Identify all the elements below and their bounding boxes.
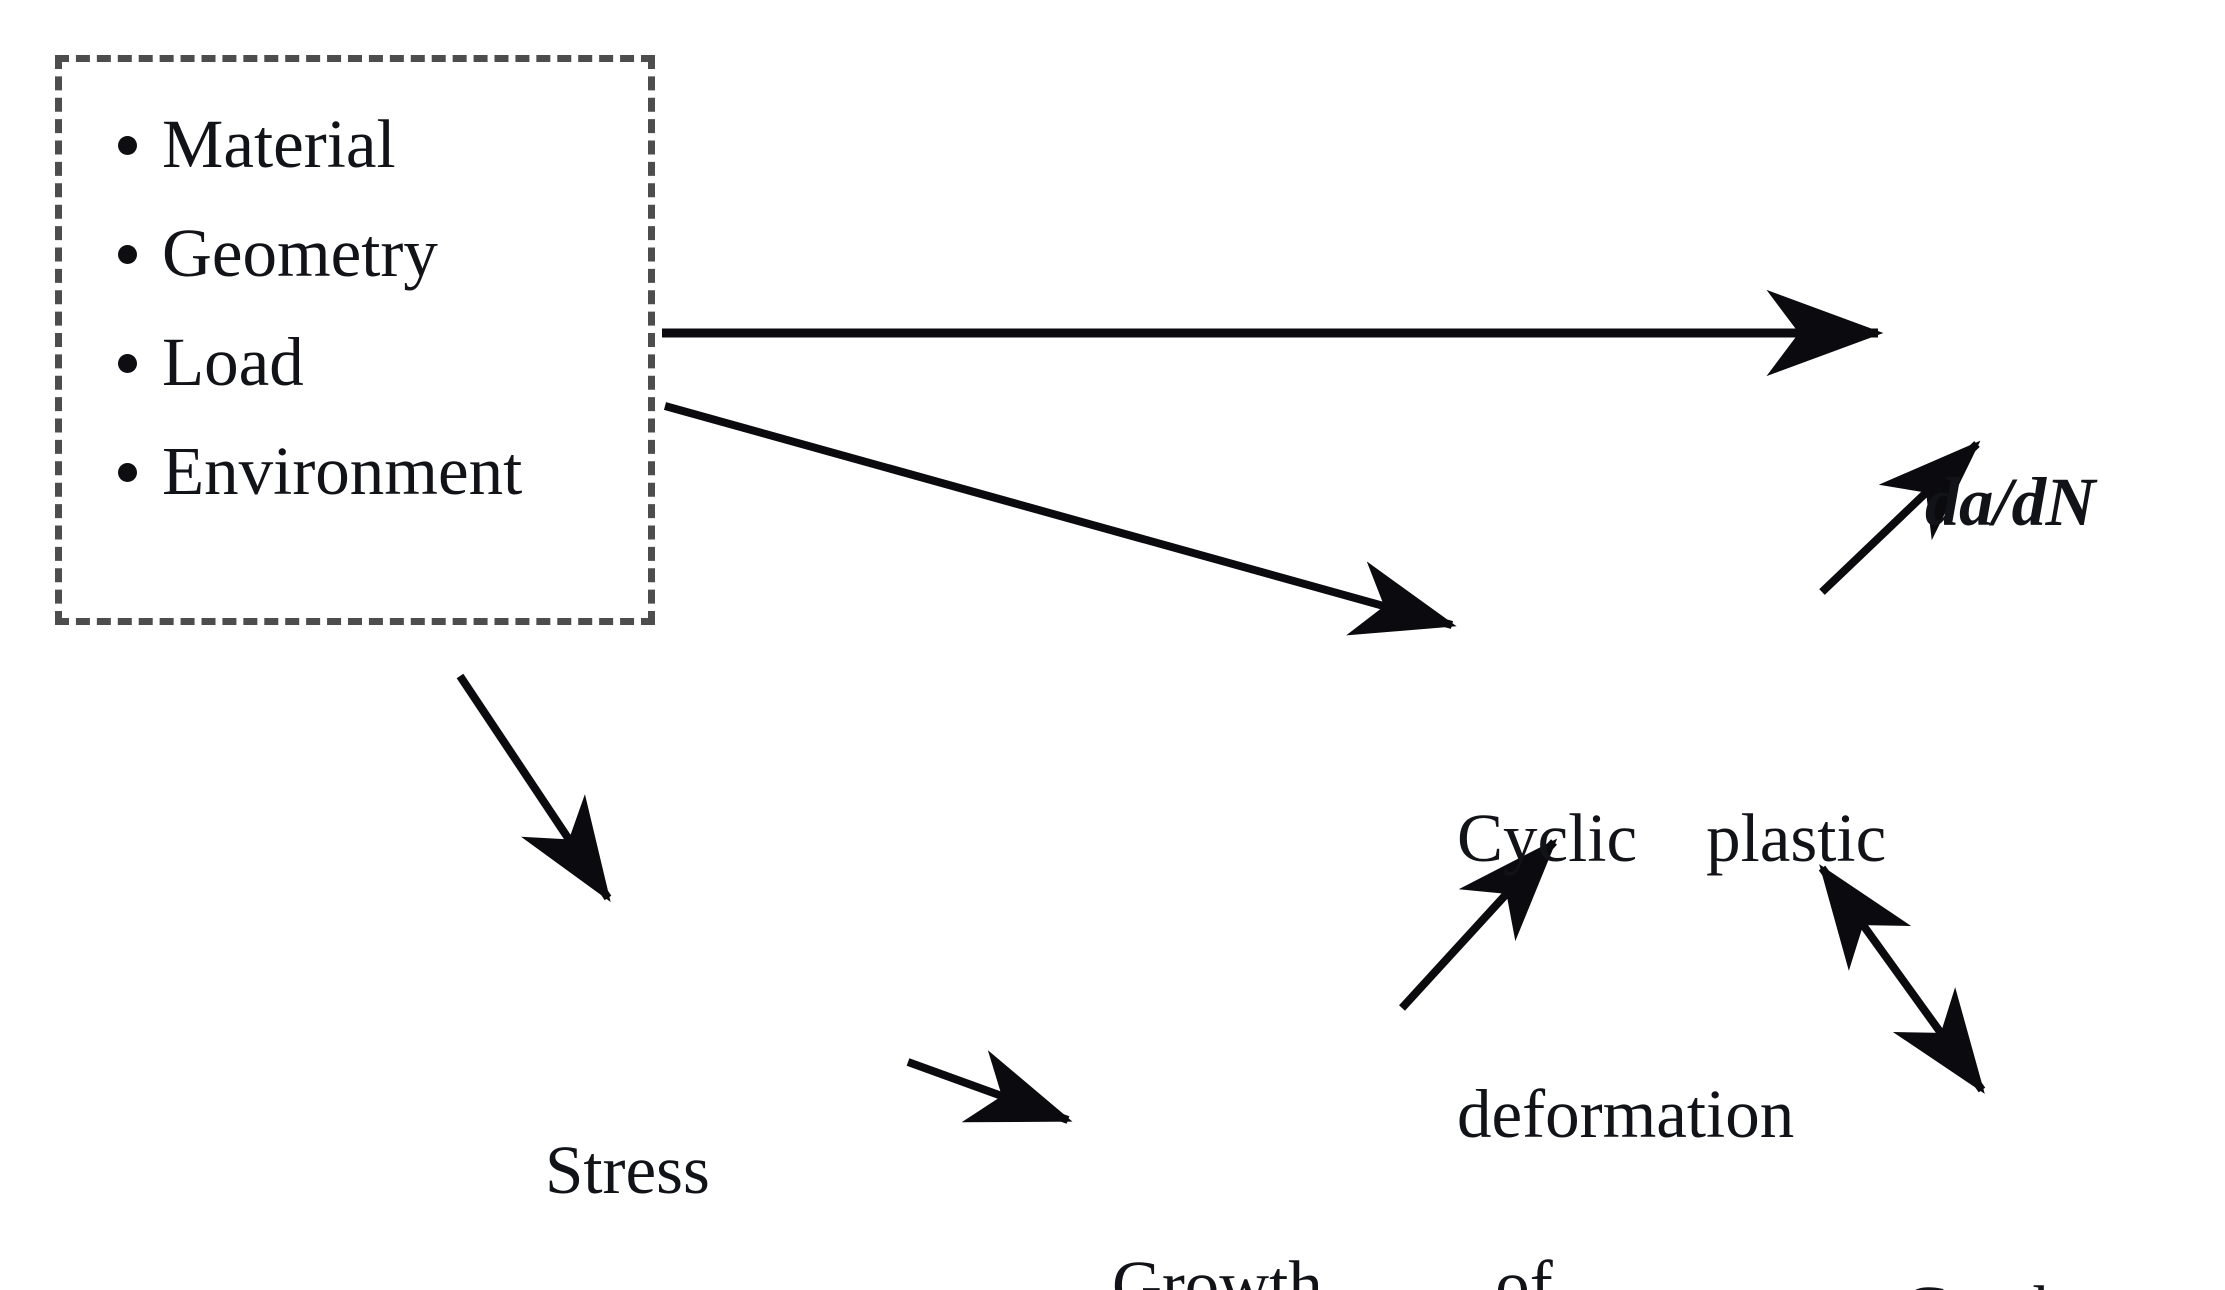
list-item: Geometry — [114, 199, 522, 308]
list-item: Environment — [114, 417, 522, 526]
list-item-label: Load — [162, 324, 304, 400]
list-item-label: Geometry — [162, 215, 438, 291]
node-crack-closure-line1: Crack — [1902, 1264, 2101, 1290]
node-growth-line1: Growth of — [1112, 1247, 1553, 1290]
arrow-stress-triaxiality-to-growth — [906, 1050, 1073, 1124]
node-cyclic-plastic-deformation: Cyclic plastic deformation — [1457, 608, 1886, 1290]
node-cyclic-plastic-line2: deformation — [1457, 1076, 1795, 1152]
list-item: Load — [114, 308, 522, 417]
bullet-dot-icon — [118, 354, 137, 373]
influencing-factors-box: Material Geometry Load Environment — [55, 55, 655, 625]
node-stress-triaxiality: Stress Triaxiality — [545, 940, 834, 1290]
bullet-dot-icon — [118, 245, 137, 264]
bullet-dot-icon — [118, 136, 137, 155]
list-item-label: Environment — [162, 433, 523, 509]
arrow-factors-to-cyclic-plastic — [663, 402, 1457, 636]
list-item: Material — [114, 90, 522, 199]
bullet-dot-icon — [118, 463, 137, 482]
node-cyclic-plastic-line1: Cyclic plastic — [1457, 800, 1887, 876]
node-da-dn-label: da/dN — [1925, 464, 2096, 540]
node-crack-closure: Crack closure — [1902, 1080, 2101, 1290]
node-stress-triaxiality-line1: Stress — [545, 1132, 710, 1208]
arrow-factors-to-stress-triaxiality — [456, 673, 612, 902]
node-growth-of-micro-voids: Growth of micro-voids — [1112, 1055, 1553, 1290]
node-da-dn: da/dN — [1925, 272, 2096, 732]
influencing-factors-list: Material Geometry Load Environment — [114, 90, 522, 526]
list-item-label: Material — [162, 106, 396, 182]
